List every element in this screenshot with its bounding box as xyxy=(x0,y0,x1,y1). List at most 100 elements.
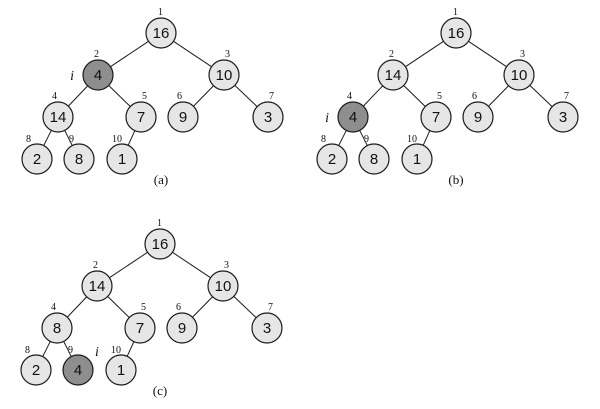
node-value: 4 xyxy=(94,67,102,84)
node-circle xyxy=(547,101,579,133)
node-circle xyxy=(106,143,138,175)
heap-node: 37 xyxy=(252,91,284,133)
node-circle xyxy=(124,312,156,344)
node-value: 16 xyxy=(152,236,169,253)
heap-node-highlighted: 4 2 i xyxy=(70,49,114,91)
node-index-label: 8 xyxy=(321,134,326,145)
node-circle xyxy=(82,59,114,91)
node-index-label: 3 xyxy=(225,49,230,60)
heap-node: 110 xyxy=(105,345,137,386)
node-value: 8 xyxy=(75,151,83,168)
node-index-label: 9 xyxy=(364,134,369,145)
node-value: 2 xyxy=(33,151,41,168)
heap-node: 28 xyxy=(20,345,52,386)
heap-node: 28 xyxy=(316,134,348,175)
node-circle xyxy=(125,101,157,133)
tree-edge xyxy=(107,296,130,318)
node-circle xyxy=(358,143,390,175)
tree-edge xyxy=(64,130,73,146)
heap-node: 37 xyxy=(251,302,283,344)
tree-edge xyxy=(67,85,89,107)
node-index-label: 4 xyxy=(51,302,56,313)
heap-node: 28 xyxy=(21,134,53,175)
heap-node: 96 xyxy=(462,91,494,133)
node-value: 3 xyxy=(263,320,271,337)
node-value: 10 xyxy=(216,67,233,84)
heap-node: 89 xyxy=(63,134,95,175)
node-index-label: 7 xyxy=(268,302,273,313)
node-circle xyxy=(63,143,95,175)
node-value: 1 xyxy=(117,362,125,379)
node-circle xyxy=(420,101,452,133)
node-index-label: 7 xyxy=(269,91,274,102)
heap-node: 110 xyxy=(401,134,433,175)
node-value: 2 xyxy=(32,362,40,379)
node-value: 7 xyxy=(136,320,144,337)
node-index-label: 7 xyxy=(564,91,569,102)
node-value: 9 xyxy=(474,109,482,126)
pointer-i-label: i xyxy=(70,69,74,84)
node-index-label: 9 xyxy=(68,345,73,356)
node-circle xyxy=(42,101,74,133)
node-circle xyxy=(503,59,535,91)
heap-node: 96 xyxy=(166,302,198,344)
node-value: 8 xyxy=(370,151,378,168)
heap-node: 103 xyxy=(207,260,239,302)
tree-edge xyxy=(362,85,384,107)
node-index-label: 10 xyxy=(112,134,122,145)
tree-edge xyxy=(405,40,444,68)
node-circle xyxy=(207,270,239,302)
node-circle xyxy=(401,143,433,175)
node-value: 14 xyxy=(89,278,106,295)
node-circle xyxy=(62,354,94,386)
node-circle xyxy=(21,143,53,175)
node-value: 14 xyxy=(50,109,67,126)
panel-caption: (c) xyxy=(153,383,167,398)
node-index-label: 2 xyxy=(93,260,98,271)
node-circle xyxy=(145,17,177,49)
node-index-label: 5 xyxy=(141,302,146,313)
node-circle xyxy=(462,101,494,133)
tree-edge xyxy=(108,85,131,107)
heap-node: 10 3 xyxy=(208,49,240,91)
tree-edge xyxy=(63,341,72,357)
node-index-label: 10 xyxy=(407,134,417,145)
heap-node: 75 xyxy=(420,91,452,133)
node-index-label: 2 xyxy=(389,49,394,60)
tree-edge xyxy=(488,85,509,107)
node-value: 7 xyxy=(137,109,145,126)
node-index-label: 3 xyxy=(224,260,229,271)
node-circle xyxy=(440,17,472,49)
node-index-label: 4 xyxy=(52,91,57,102)
node-index-label: 1 xyxy=(158,7,163,18)
heap-node: 161 xyxy=(440,7,472,49)
node-value: 3 xyxy=(264,109,272,126)
panel-caption: (a) xyxy=(154,172,168,187)
panel-caption: (b) xyxy=(448,172,463,187)
tree-edge xyxy=(127,130,136,146)
tree-edge xyxy=(173,40,212,68)
node-index-label: 1 xyxy=(157,218,162,229)
node-value: 9 xyxy=(178,320,186,337)
node-circle xyxy=(252,101,284,133)
node-value: 10 xyxy=(511,67,528,84)
node-index-label: 9 xyxy=(69,134,74,145)
node-value: 4 xyxy=(74,362,82,379)
heap-node: 14 2 xyxy=(81,260,113,302)
node-value: 7 xyxy=(432,109,440,126)
node-circle xyxy=(144,228,176,260)
tree-edge xyxy=(422,130,431,146)
node-index-label: 4 xyxy=(347,91,352,102)
tree-edge xyxy=(110,40,149,68)
node-circle xyxy=(20,354,52,386)
node-index-label: 2 xyxy=(94,49,99,60)
tree-edge xyxy=(126,341,135,357)
node-circle xyxy=(105,354,137,386)
tree-edge xyxy=(172,251,211,279)
tree-edge xyxy=(338,130,347,146)
node-value: 3 xyxy=(559,109,567,126)
